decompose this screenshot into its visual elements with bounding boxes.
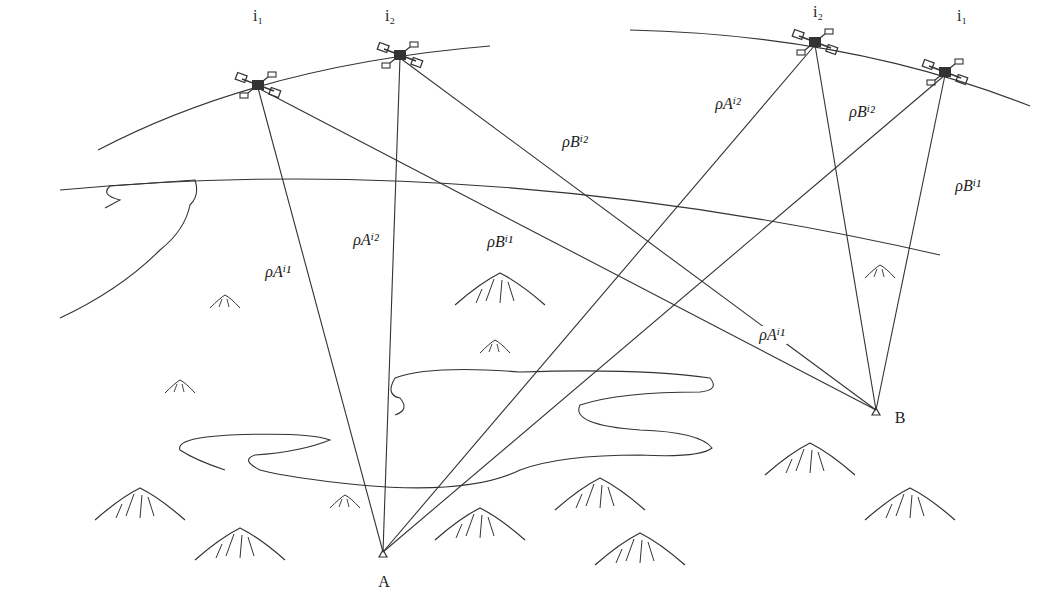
range-label: ρAⁱ¹ xyxy=(757,326,786,344)
orbit-arc xyxy=(98,46,490,150)
mountain xyxy=(555,478,645,510)
station-label: B xyxy=(893,409,908,427)
station-label: A xyxy=(376,573,392,591)
range-label: ρAⁱ² xyxy=(351,231,380,249)
mountain xyxy=(865,488,955,520)
orbit-arc xyxy=(630,30,1030,106)
river xyxy=(180,370,714,488)
mountain xyxy=(165,380,195,393)
satellite xyxy=(792,29,837,55)
station-marker xyxy=(872,408,880,415)
range-label: ρAⁱ² xyxy=(713,95,742,113)
mountain xyxy=(330,495,360,508)
station-marker xyxy=(379,550,387,557)
mountain xyxy=(195,528,285,560)
mountain xyxy=(865,265,895,278)
range-label: ρBⁱ² xyxy=(560,133,589,151)
mountain xyxy=(455,273,545,305)
range-label: ρBⁱ¹ xyxy=(485,233,514,251)
satellite-label: i₂ xyxy=(811,3,825,21)
range-label: ρAⁱ¹ xyxy=(263,263,292,281)
coastline xyxy=(60,180,197,318)
satellite-label: i₂ xyxy=(383,7,397,25)
satellite xyxy=(235,72,280,98)
satellite xyxy=(922,59,967,85)
satellite-label: i₁ xyxy=(955,7,969,25)
satellite-label: i₁ xyxy=(251,7,265,25)
mountain xyxy=(210,295,240,308)
river xyxy=(391,378,404,415)
horizon xyxy=(60,179,940,255)
satellite xyxy=(377,42,422,68)
range-lines xyxy=(258,45,945,552)
mountain xyxy=(595,533,685,565)
mountain xyxy=(765,443,855,475)
mountain xyxy=(95,488,185,520)
range-label: ρBⁱ² xyxy=(847,103,876,121)
range-label: ρBⁱ¹ xyxy=(953,177,982,195)
mountain xyxy=(480,340,510,353)
mountain xyxy=(435,508,525,540)
